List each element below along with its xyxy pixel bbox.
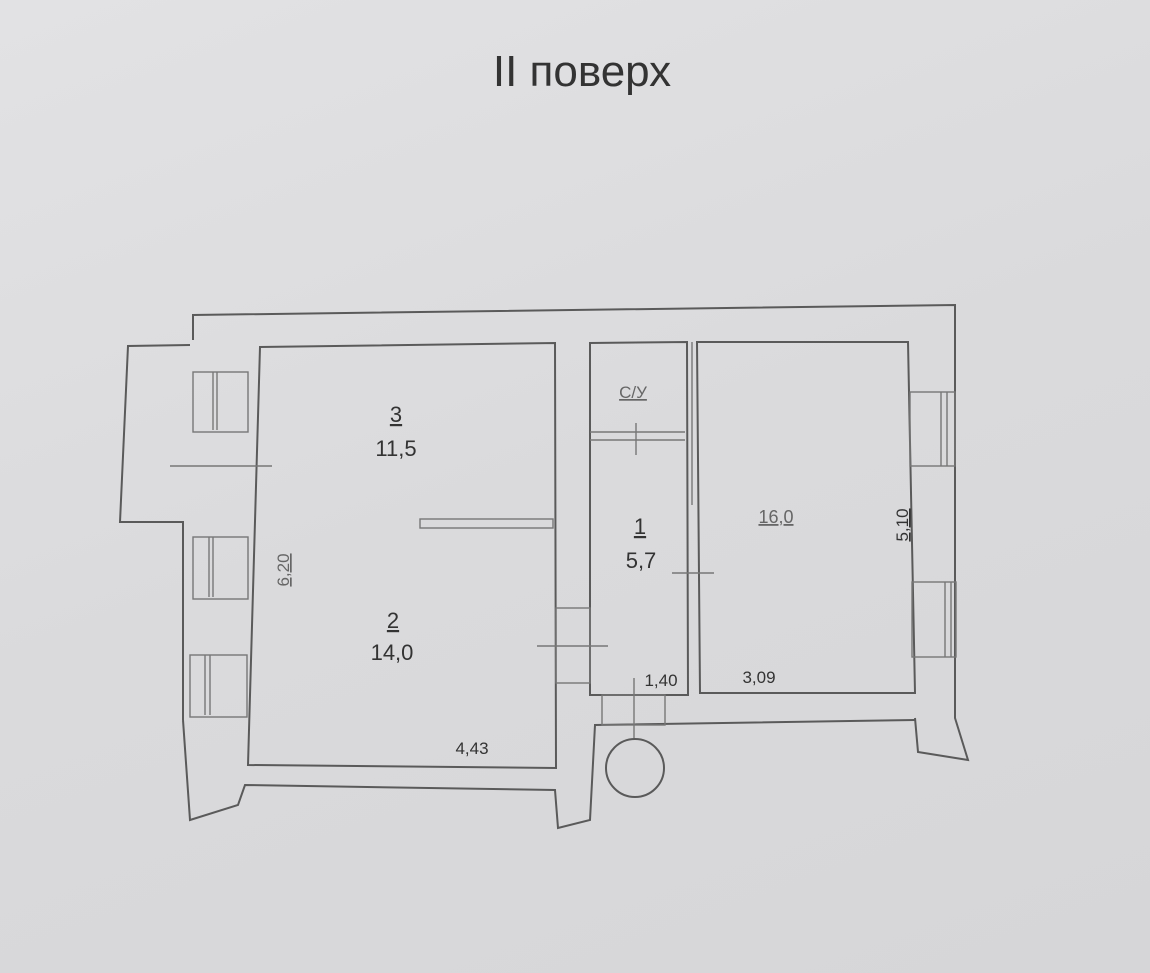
- toilet-label: С/У: [619, 383, 647, 402]
- outer-wall: [192, 303, 970, 762]
- partition: [419, 518, 554, 529]
- bottom-wall: [182, 719, 916, 830]
- room-labels: 3 11,5 2 14,0 1 5,7 С/У 16,0: [371, 383, 794, 665]
- room-16-area: 16,0: [758, 507, 793, 527]
- dim-right-width: 3,09: [742, 668, 775, 687]
- dim-corridor-width: 1,40: [644, 671, 677, 690]
- room-1-outline: [589, 340, 690, 696]
- floor-title: II поверх: [493, 47, 671, 96]
- dimension-labels: 4,43 6,20 1,40 3,09 5,10: [274, 508, 912, 758]
- dim-left-width: 4,43: [455, 739, 488, 758]
- room-1-area: 5,7: [626, 548, 657, 573]
- windows-right: [909, 391, 957, 658]
- room-2-3-outline: [246, 341, 558, 770]
- dim-left-height: 6,20: [274, 553, 293, 586]
- room-3-area: 11,5: [375, 436, 416, 461]
- column-circle: [605, 738, 665, 798]
- dim-right-height: 5,10: [893, 508, 912, 541]
- room-3-number: 3: [390, 402, 402, 427]
- room-2-area: 14,0: [371, 640, 414, 665]
- room-1-number: 1: [634, 514, 646, 539]
- room-16-outline: [695, 341, 917, 694]
- walls: [118, 303, 970, 830]
- windows-left: [189, 371, 249, 718]
- room-2-number: 2: [387, 608, 399, 633]
- left-annex: [118, 344, 191, 720]
